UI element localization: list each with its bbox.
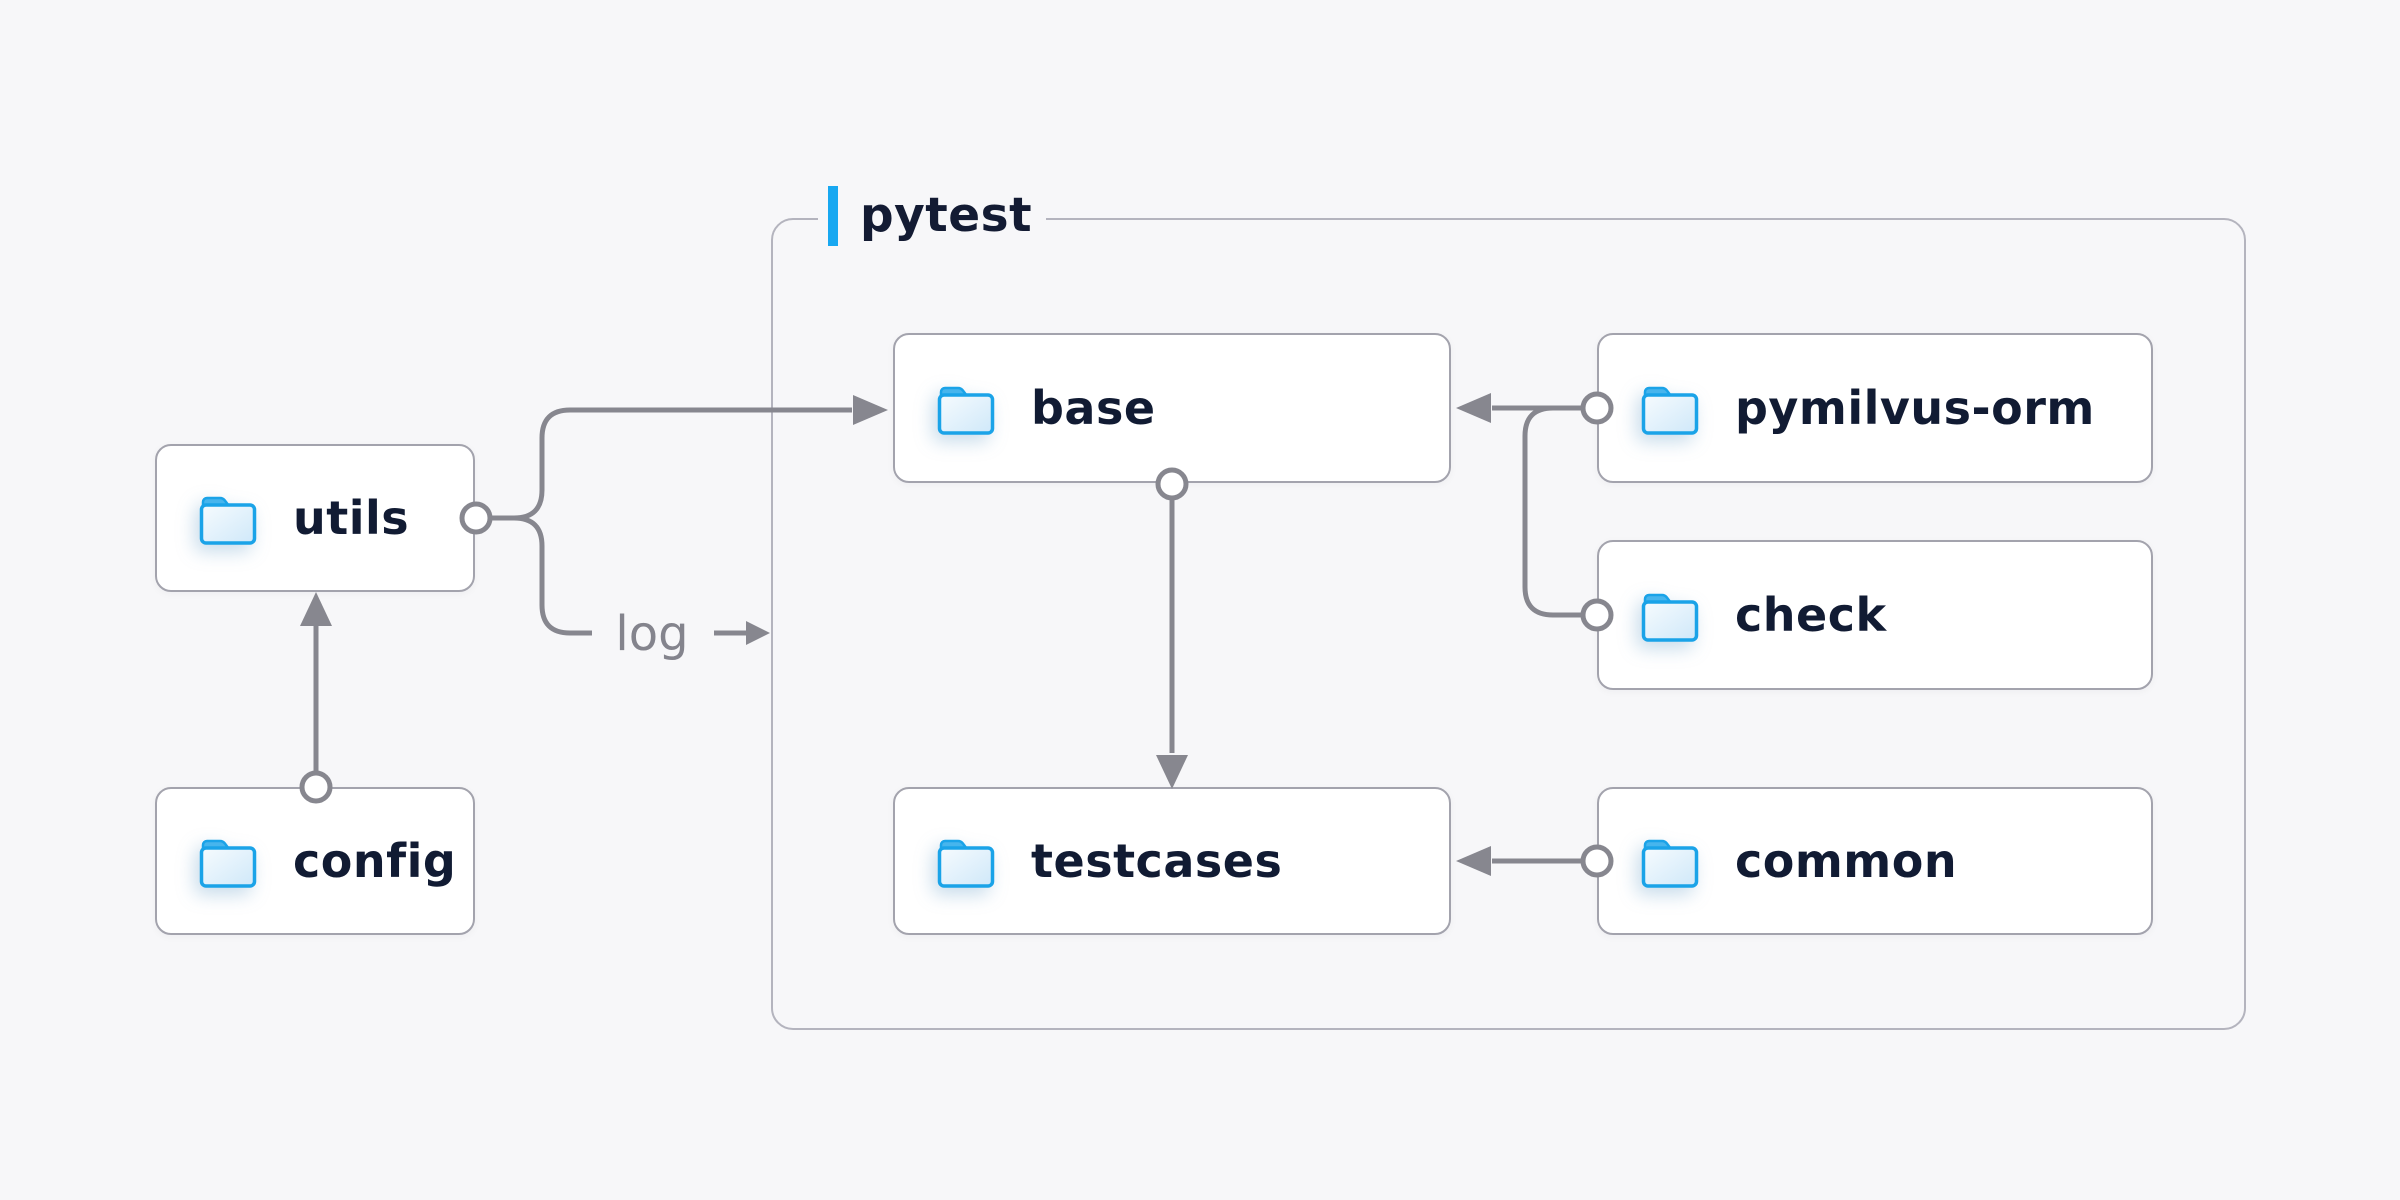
arrowhead-up-icon	[300, 592, 332, 626]
folder-icon	[1641, 593, 1699, 642]
edge-config-utils	[299, 592, 333, 804]
pytest-container	[771, 218, 2246, 1030]
pytest-label: pytest	[818, 184, 1047, 248]
node-label: pymilvus-orm	[1735, 381, 2095, 435]
node-testcases: testcases	[893, 787, 1451, 935]
folder-icon	[1641, 386, 1699, 435]
node-label: common	[1735, 834, 1958, 888]
log-edge-label: log	[615, 606, 689, 662]
node-label: testcases	[1031, 834, 1283, 888]
accent-bar-icon	[828, 186, 838, 246]
node-label: config	[293, 834, 457, 888]
node-check: check	[1597, 540, 2153, 690]
folder-icon	[1641, 839, 1699, 888]
folder-icon	[199, 496, 257, 545]
edge-log-container	[714, 621, 770, 645]
pytest-label-text: pytest	[860, 188, 1033, 243]
folder-icon	[199, 839, 257, 888]
node-common: common	[1597, 787, 2153, 935]
node-label: utils	[293, 491, 410, 545]
node-base: base	[893, 333, 1451, 483]
node-label: base	[1031, 381, 1156, 435]
folder-icon	[937, 839, 995, 888]
node-label: check	[1735, 588, 1887, 642]
node-config: config	[155, 787, 475, 935]
arrowhead-right-small-icon	[746, 621, 770, 645]
folder-icon	[937, 386, 995, 435]
node-pymilvus-orm: pymilvus-orm	[1597, 333, 2153, 483]
node-utils: utils	[155, 444, 475, 592]
